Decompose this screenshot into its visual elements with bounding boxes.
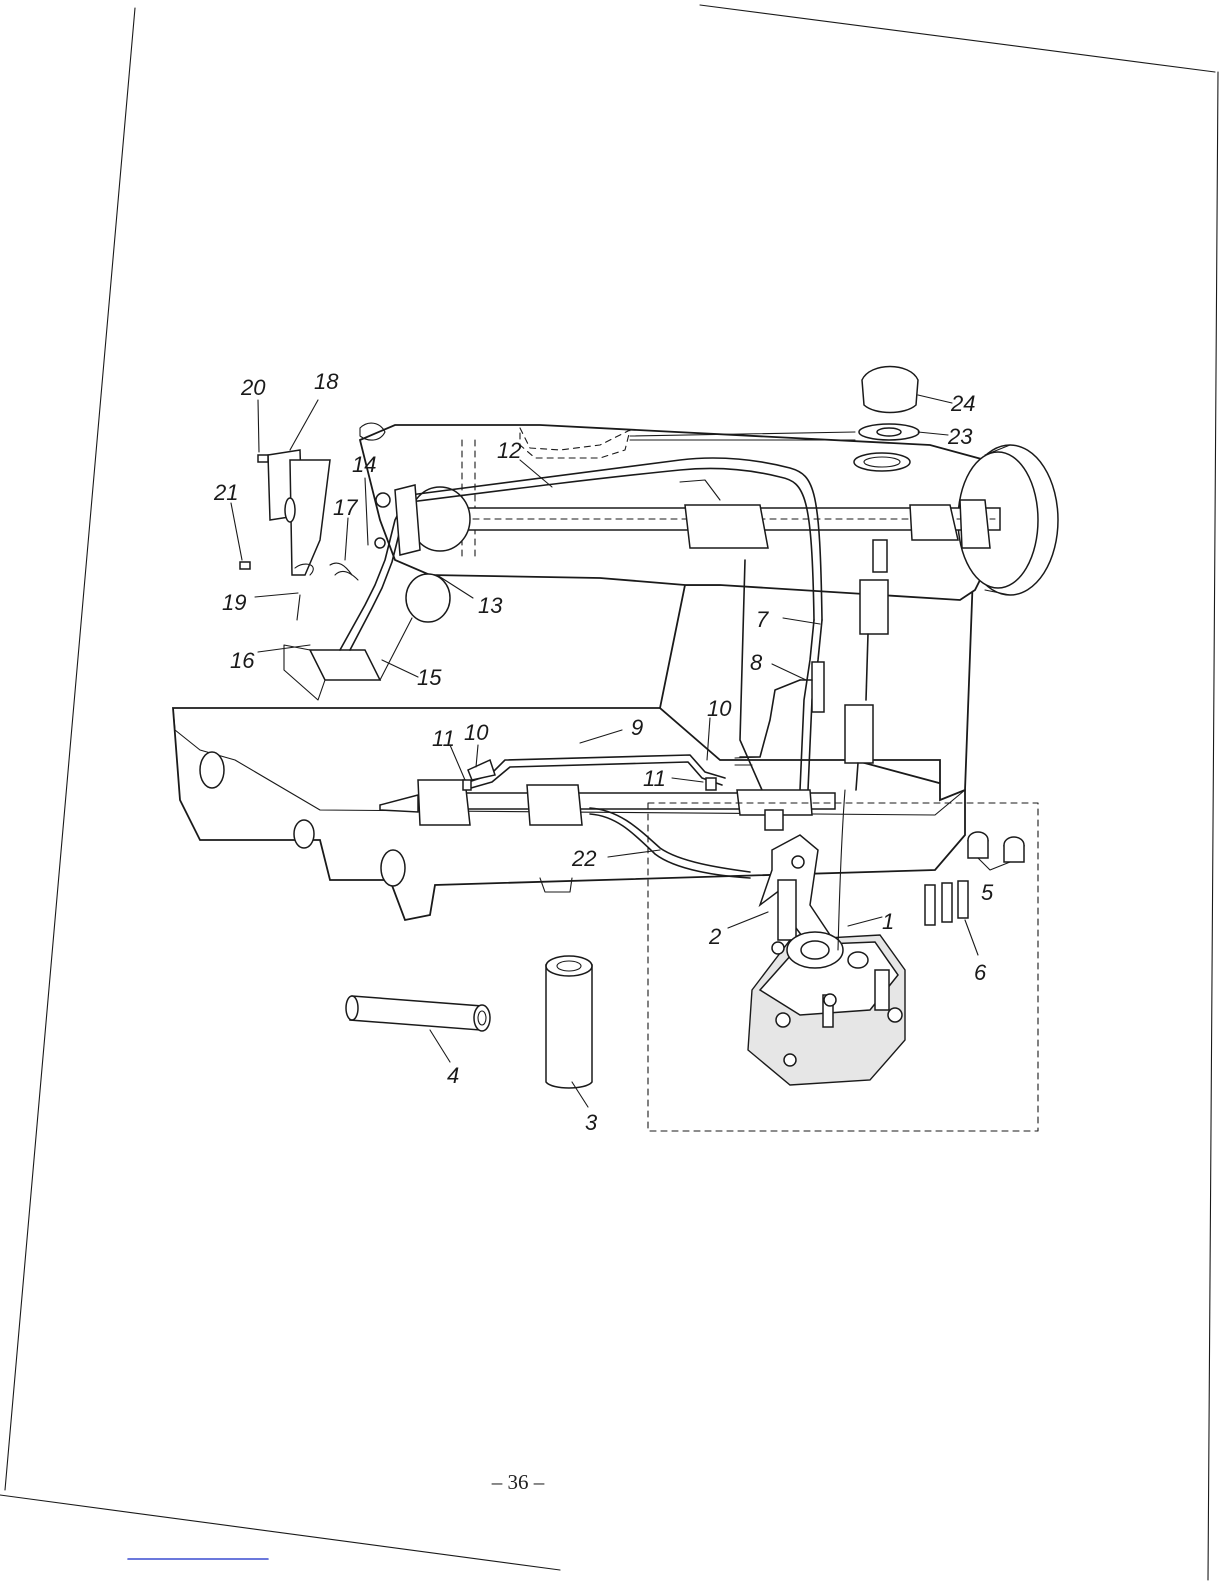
callout-11-right: 11 bbox=[643, 766, 666, 791]
callout-8: 8 bbox=[750, 650, 763, 675]
callout-5: 5 bbox=[981, 880, 994, 905]
callout-10-right: 10 bbox=[707, 696, 732, 721]
callout-20: 20 bbox=[240, 375, 266, 400]
callout-7: 7 bbox=[756, 607, 769, 632]
callout-23: 23 bbox=[947, 424, 973, 449]
callout-22: 22 bbox=[571, 846, 596, 871]
callout-13: 13 bbox=[478, 593, 503, 618]
callout-19: 19 bbox=[222, 590, 246, 615]
callout-2: 2 bbox=[708, 924, 721, 949]
callout-1: 1 bbox=[882, 909, 894, 934]
callout-16: 16 bbox=[230, 648, 255, 673]
callout-10-left: 10 bbox=[464, 720, 489, 745]
callout-17: 17 bbox=[333, 495, 358, 520]
callout-4: 4 bbox=[447, 1063, 459, 1088]
page-number: – 36 – bbox=[488, 1470, 548, 1495]
callout-21: 21 bbox=[213, 480, 238, 505]
callout-15: 15 bbox=[417, 665, 442, 690]
sleeves bbox=[346, 956, 592, 1088]
callout-12: 12 bbox=[497, 438, 521, 463]
callout-18: 18 bbox=[314, 369, 339, 394]
callout-9: 9 bbox=[631, 715, 643, 740]
callout-3: 3 bbox=[585, 1110, 598, 1135]
callout-6: 6 bbox=[974, 960, 987, 985]
callout-24: 24 bbox=[950, 391, 975, 416]
callout-14: 14 bbox=[352, 452, 376, 477]
callout-11-left: 11 bbox=[432, 726, 455, 751]
